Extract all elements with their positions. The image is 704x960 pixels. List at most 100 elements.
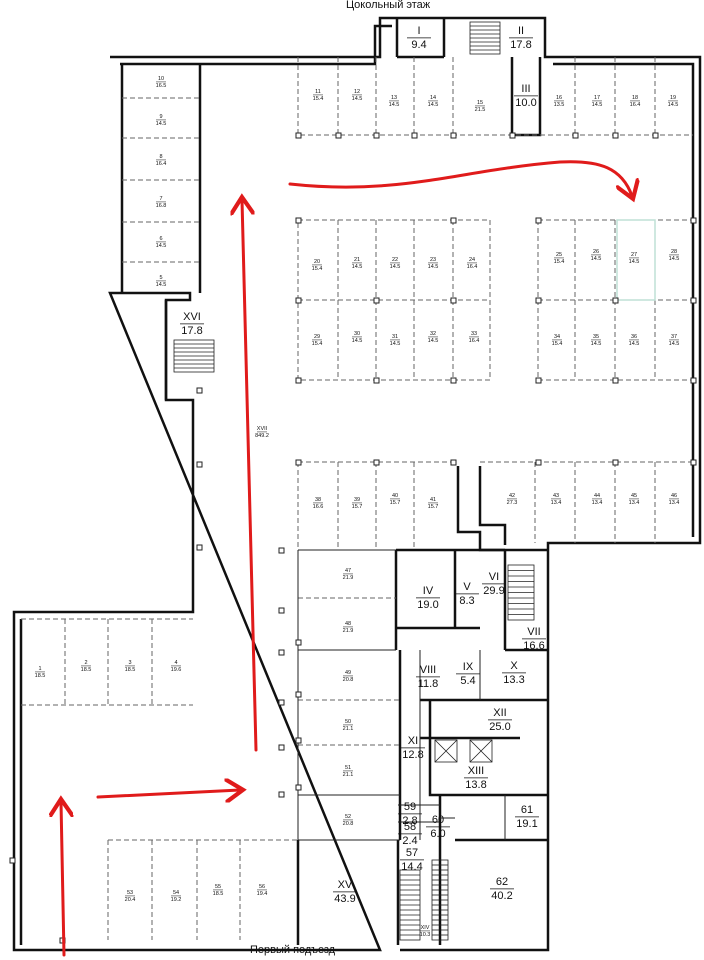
room-area: 2.4 (402, 835, 417, 847)
arrow-up-entrance (61, 802, 64, 957)
room-number: 55 (215, 884, 221, 890)
column (196, 387, 203, 394)
room-area: 20.8 (343, 821, 354, 827)
room-area: 14.5 (428, 338, 439, 344)
room-label: 614.5 (156, 236, 167, 249)
room-area: 14.5 (629, 259, 640, 265)
room-area: 25.0 (489, 721, 510, 733)
room-area: 16.4 (156, 161, 167, 167)
room-area: 13.3 (503, 674, 524, 686)
column (690, 459, 697, 466)
columns (9, 132, 697, 944)
room-labels: I9.4II17.8III10.0IV19.0V8.3VI29.9VII16.6… (35, 25, 680, 938)
room-label: 419.6 (171, 660, 182, 673)
room-number: II (518, 25, 524, 37)
lift-shaft (469, 739, 493, 763)
column (196, 544, 203, 551)
room-number: 8 (159, 154, 162, 160)
top-caption: Цокольный этаж (346, 0, 431, 11)
room-number: 3 (128, 660, 131, 666)
room-area: 20.8 (343, 677, 354, 683)
room-area: 16.5 (156, 83, 167, 89)
room-number: XIV (421, 925, 430, 931)
room-number: 38 (315, 497, 321, 503)
interior-line (298, 549, 400, 841)
room-number: 27 (631, 252, 637, 258)
wall (395, 18, 446, 59)
room-number: 42 (509, 493, 515, 499)
room-number: 11 (315, 89, 321, 95)
traffic-arrows (61, 160, 632, 957)
room-number: 5 (159, 275, 162, 281)
column (373, 132, 380, 139)
room-area: 14.5 (428, 102, 439, 108)
column (373, 377, 380, 384)
room-area: 14.5 (591, 256, 602, 262)
room-number: 14 (430, 95, 436, 101)
room-number: 25 (556, 252, 562, 258)
room-area: 19.6 (171, 667, 182, 673)
room-label: 218.5 (81, 660, 92, 673)
column (335, 132, 342, 139)
partition (21, 618, 193, 706)
partition (297, 219, 491, 381)
room-area: 18.5 (213, 891, 224, 897)
room-number: 33 (471, 331, 477, 337)
column (278, 649, 285, 656)
partition (297, 461, 456, 548)
room-number: I (417, 25, 420, 37)
room-area: 5.4 (460, 675, 475, 687)
room-area: 14.5 (428, 264, 439, 270)
room-number: 24 (469, 257, 475, 263)
room-area: 8.3 (459, 595, 474, 607)
room-area: 16.6 (523, 640, 544, 652)
room-number: 1 (38, 666, 41, 672)
room-area: 29.9 (483, 585, 504, 597)
room-number: 22 (392, 257, 398, 263)
wall (120, 24, 392, 66)
room-area: 18.5 (125, 667, 136, 673)
wall (110, 16, 702, 952)
room-number: 12 (354, 89, 360, 95)
room-number: XI (408, 735, 418, 747)
wall (503, 550, 548, 652)
room-area: 10.0 (515, 97, 536, 109)
room-area: 17.8 (181, 325, 202, 337)
column (295, 691, 302, 698)
partition (107, 839, 298, 940)
room-area: 15.4 (554, 259, 565, 265)
room-area: 15.7 (428, 504, 439, 510)
room-area: 13.4 (551, 500, 562, 506)
room-area: 15.4 (312, 266, 323, 272)
room-number: 26 (593, 249, 599, 255)
room-number: 48 (345, 621, 351, 627)
room-area: 14.5 (156, 243, 167, 249)
room-number: 36 (631, 334, 637, 340)
column (450, 459, 457, 466)
room-label: I9.4 (407, 25, 431, 51)
column (612, 377, 619, 384)
room-area: 15.4 (313, 96, 324, 102)
room-label: 514.5 (156, 275, 167, 288)
room-label: 592.8 (398, 801, 422, 827)
